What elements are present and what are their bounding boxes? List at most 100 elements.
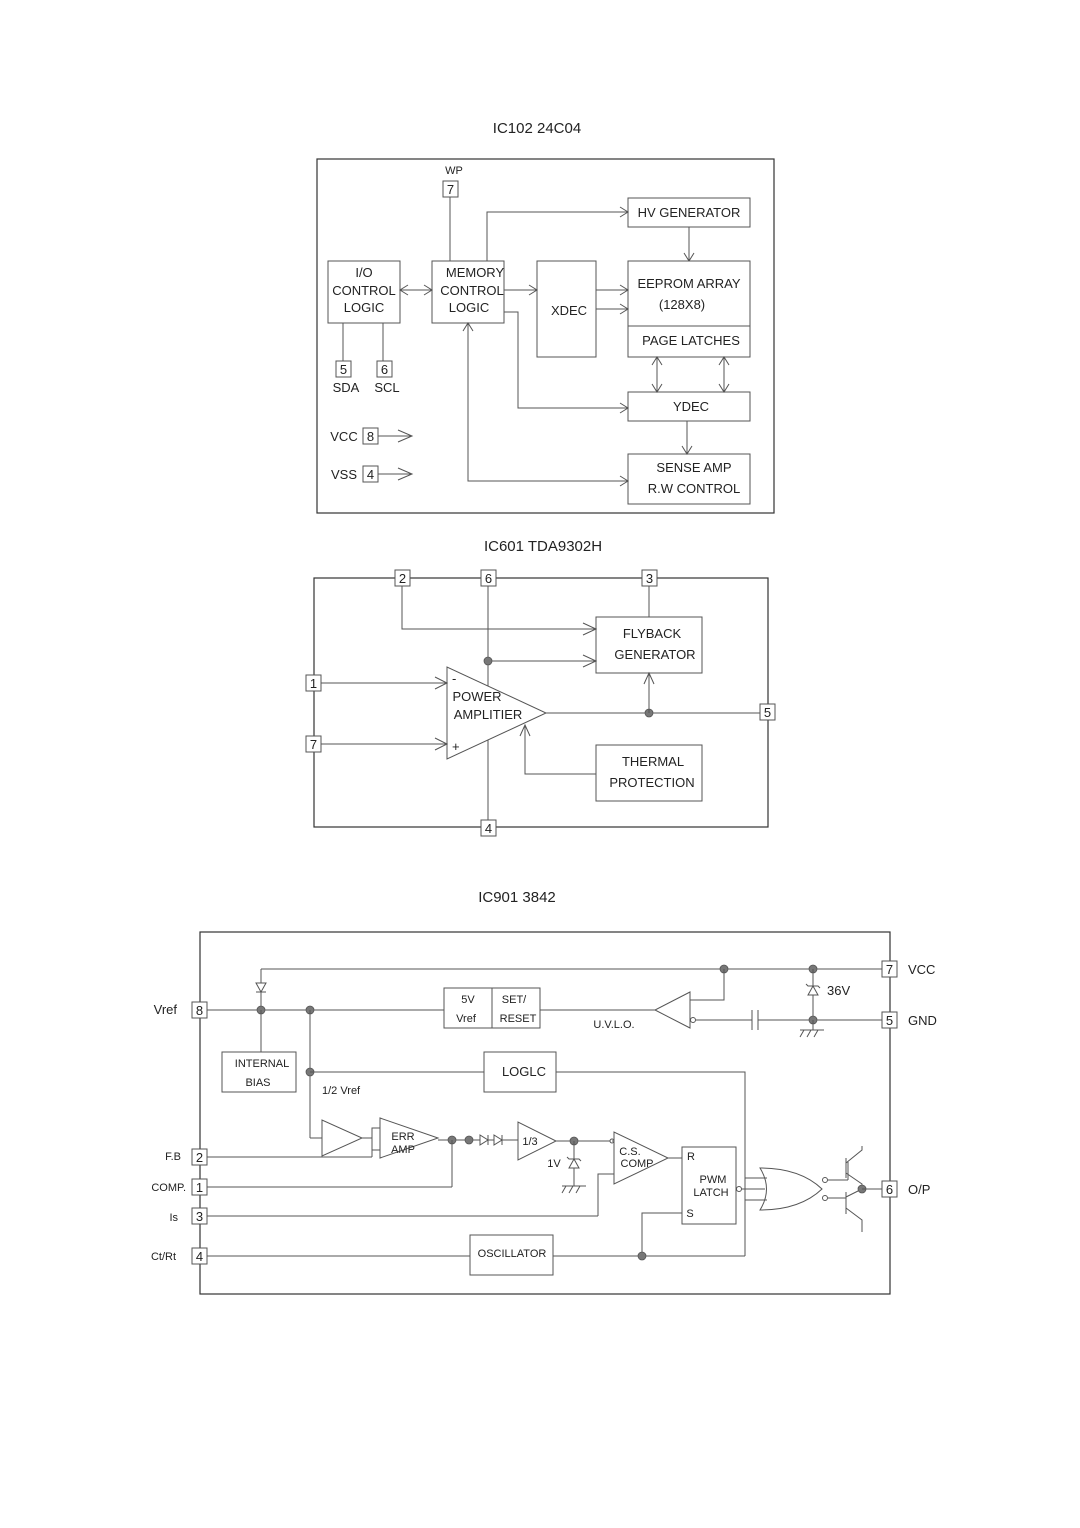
ic901-vcc-label: VCC: [908, 962, 935, 977]
ic601-thermal-protection-block: [595, 744, 703, 802]
ic901-latch-l2: LATCH: [693, 1187, 728, 1199]
ic901-uvlo-comparator: [653, 991, 691, 1029]
ic901-cs-l2: COMP: [621, 1158, 654, 1170]
ic601-flyback-generator-block: [595, 616, 703, 674]
ic601-title: IC601 TDA9302H: [484, 538, 602, 555]
ic601-thermal-l2: PROTECTION: [609, 775, 694, 790]
ic901-pin-vcc-number: 7: [886, 962, 893, 977]
ic901-latch-l1: PWM: [700, 1174, 727, 1186]
ic601-flyback-l2: GENERATOR: [614, 647, 695, 662]
ic102-ydec-block: [627, 391, 751, 422]
ic901-bias-l1: INTERNAL: [235, 1058, 289, 1070]
ic102-vcc-label: VCC: [330, 429, 357, 444]
ic901-set-l4: RESET: [500, 1013, 537, 1025]
ic601-amp-l2: AMPLITIER: [454, 707, 523, 722]
ic901-bias-diode: [255, 982, 267, 994]
ic102-wp-label: WP: [445, 165, 463, 177]
ic102-io-control-logic-block: [327, 260, 401, 324]
ic102-eeprom-l1: EEPROM ARRAY: [637, 276, 740, 291]
ic901-diode-2: [493, 1134, 503, 1146]
ic901-is-label: Is: [169, 1212, 178, 1224]
ic901-latch-r: R: [687, 1151, 695, 1163]
ic102-pin-vcc-number: 8: [367, 429, 374, 444]
ic901-set-l3: SET/: [502, 994, 527, 1006]
ic901-latch-s: S: [686, 1208, 693, 1220]
ic102-io-l2: CONTROL: [332, 283, 396, 298]
ic102-pin-vss-number: 4: [367, 467, 374, 482]
ic601-pin-4: [480, 819, 497, 837]
ic901-pin-gnd-number: 5: [886, 1013, 893, 1028]
ic601-pin-5: [759, 703, 776, 721]
ic901-pwm-latch-block: [681, 1146, 737, 1225]
ic901-pin-fb-number: 2: [196, 1150, 203, 1165]
ic901-op-label: O/P: [908, 1182, 930, 1197]
ic901-cs-l1: C.S.: [619, 1146, 640, 1158]
ic901-set-l2: Vref: [456, 1013, 477, 1025]
ic901-pin-ctrt-number: 4: [196, 1249, 203, 1264]
ic102-io-l1: I/O: [355, 265, 372, 280]
ic601-pin-6-number: 6: [485, 571, 492, 586]
ic601-pin-5-number: 5: [764, 705, 771, 720]
ic102-sda-label: SDA: [333, 380, 360, 395]
ic901-logic-block: [483, 1051, 557, 1093]
ic601-pin-7-number: 7: [310, 737, 317, 752]
ic901-half-vref-label: 1/2 Vref: [322, 1085, 361, 1097]
ic901-divider: [517, 1121, 558, 1161]
ic102-io-l3: LOGIC: [344, 300, 384, 315]
ic102-sense-l2: R.W CONTROL: [648, 481, 740, 496]
ic102-pin-sda: [335, 360, 352, 378]
ic901-frame: [199, 931, 891, 1295]
ic601-power-amplifier: [446, 666, 548, 760]
ic601-frame: [313, 577, 769, 828]
ic601-pin-2-number: 2: [399, 571, 406, 586]
ic901-pin-is-number: 3: [196, 1209, 203, 1224]
ic901-current-sense-comparator: [613, 1131, 670, 1185]
ic901-logic-label: LOGLC: [502, 1064, 546, 1079]
ic901-err-l2: AMP: [391, 1144, 415, 1156]
ic901-pin-vcc: [881, 960, 898, 978]
ic901-pin-op: [881, 1180, 898, 1198]
ic901-zener-1v: [568, 1157, 580, 1169]
ic102-xdec-label: XDEC: [551, 303, 587, 318]
ic901-error-amplifier: [379, 1117, 440, 1159]
ic901-fb-label: F.B: [165, 1151, 181, 1163]
ic102-scl-label: SCL: [374, 380, 399, 395]
ic102-frame: [316, 158, 775, 514]
ic901-bias-l2: BIAS: [245, 1077, 270, 1089]
ic901-title: IC901 3842: [478, 889, 556, 906]
ic901-set-l1: 5V: [461, 994, 475, 1006]
ic102-sense-l1: SENSE AMP: [656, 460, 731, 475]
ic102-pin-scl-number: 6: [381, 362, 388, 377]
ic901-vref-label: Vref: [154, 1002, 178, 1017]
ic102-pin-wp-number: 7: [447, 182, 454, 197]
ic601-thermal-l1: THERMAL: [622, 754, 684, 769]
ic102-hv-generator-block: [627, 197, 751, 228]
ic601-amp-plus: +: [452, 739, 460, 754]
ic601-pin-4-number: 4: [485, 821, 492, 836]
ic102-ydec-label: YDEC: [673, 399, 709, 414]
ic901-pin-gnd: [881, 1011, 898, 1029]
ic901-internal-bias-block: [221, 1051, 297, 1093]
ic901-diagram: IC901 3842 7 VCC 36V Vref 8 5V Vref SET/…: [151, 889, 937, 1295]
ic901-pin-vref-number: 8: [196, 1003, 203, 1018]
ic901-gnd-label: GND: [908, 1013, 937, 1028]
ic601-flyback-l1: FLYBACK: [623, 626, 682, 641]
ic901-1v-label: 1V: [547, 1158, 561, 1170]
ic102-memory-control-logic-block: [431, 260, 505, 324]
ic901-36v-label: 36V: [827, 983, 850, 998]
ic102-title: IC102 24C04: [493, 120, 581, 137]
ic901-oscillator-label: OSCILLATOR: [478, 1248, 547, 1260]
ic601-amp-l1: POWER: [452, 689, 501, 704]
ic901-vref-buffer: [321, 1119, 364, 1157]
ic901-err-l1: ERR: [391, 1131, 414, 1143]
ic601-pin-1-number: 1: [310, 676, 317, 691]
ic102-eeprom-l2: (128X8): [659, 297, 705, 312]
ic901-pin-comp-number: 1: [196, 1180, 203, 1195]
ic901-diode-1: [479, 1134, 489, 1146]
ic102-mem-l2: CONTROL: [440, 283, 504, 298]
ic102-sense-amp-block: [627, 453, 751, 505]
ic901-zener-36v: [807, 984, 819, 996]
ic601-diagram: IC601 TDA9302H 2 6 3 FLYBACK GENERATOR -…: [305, 538, 776, 837]
ic102-page-latches-label: PAGE LATCHES: [642, 333, 740, 348]
